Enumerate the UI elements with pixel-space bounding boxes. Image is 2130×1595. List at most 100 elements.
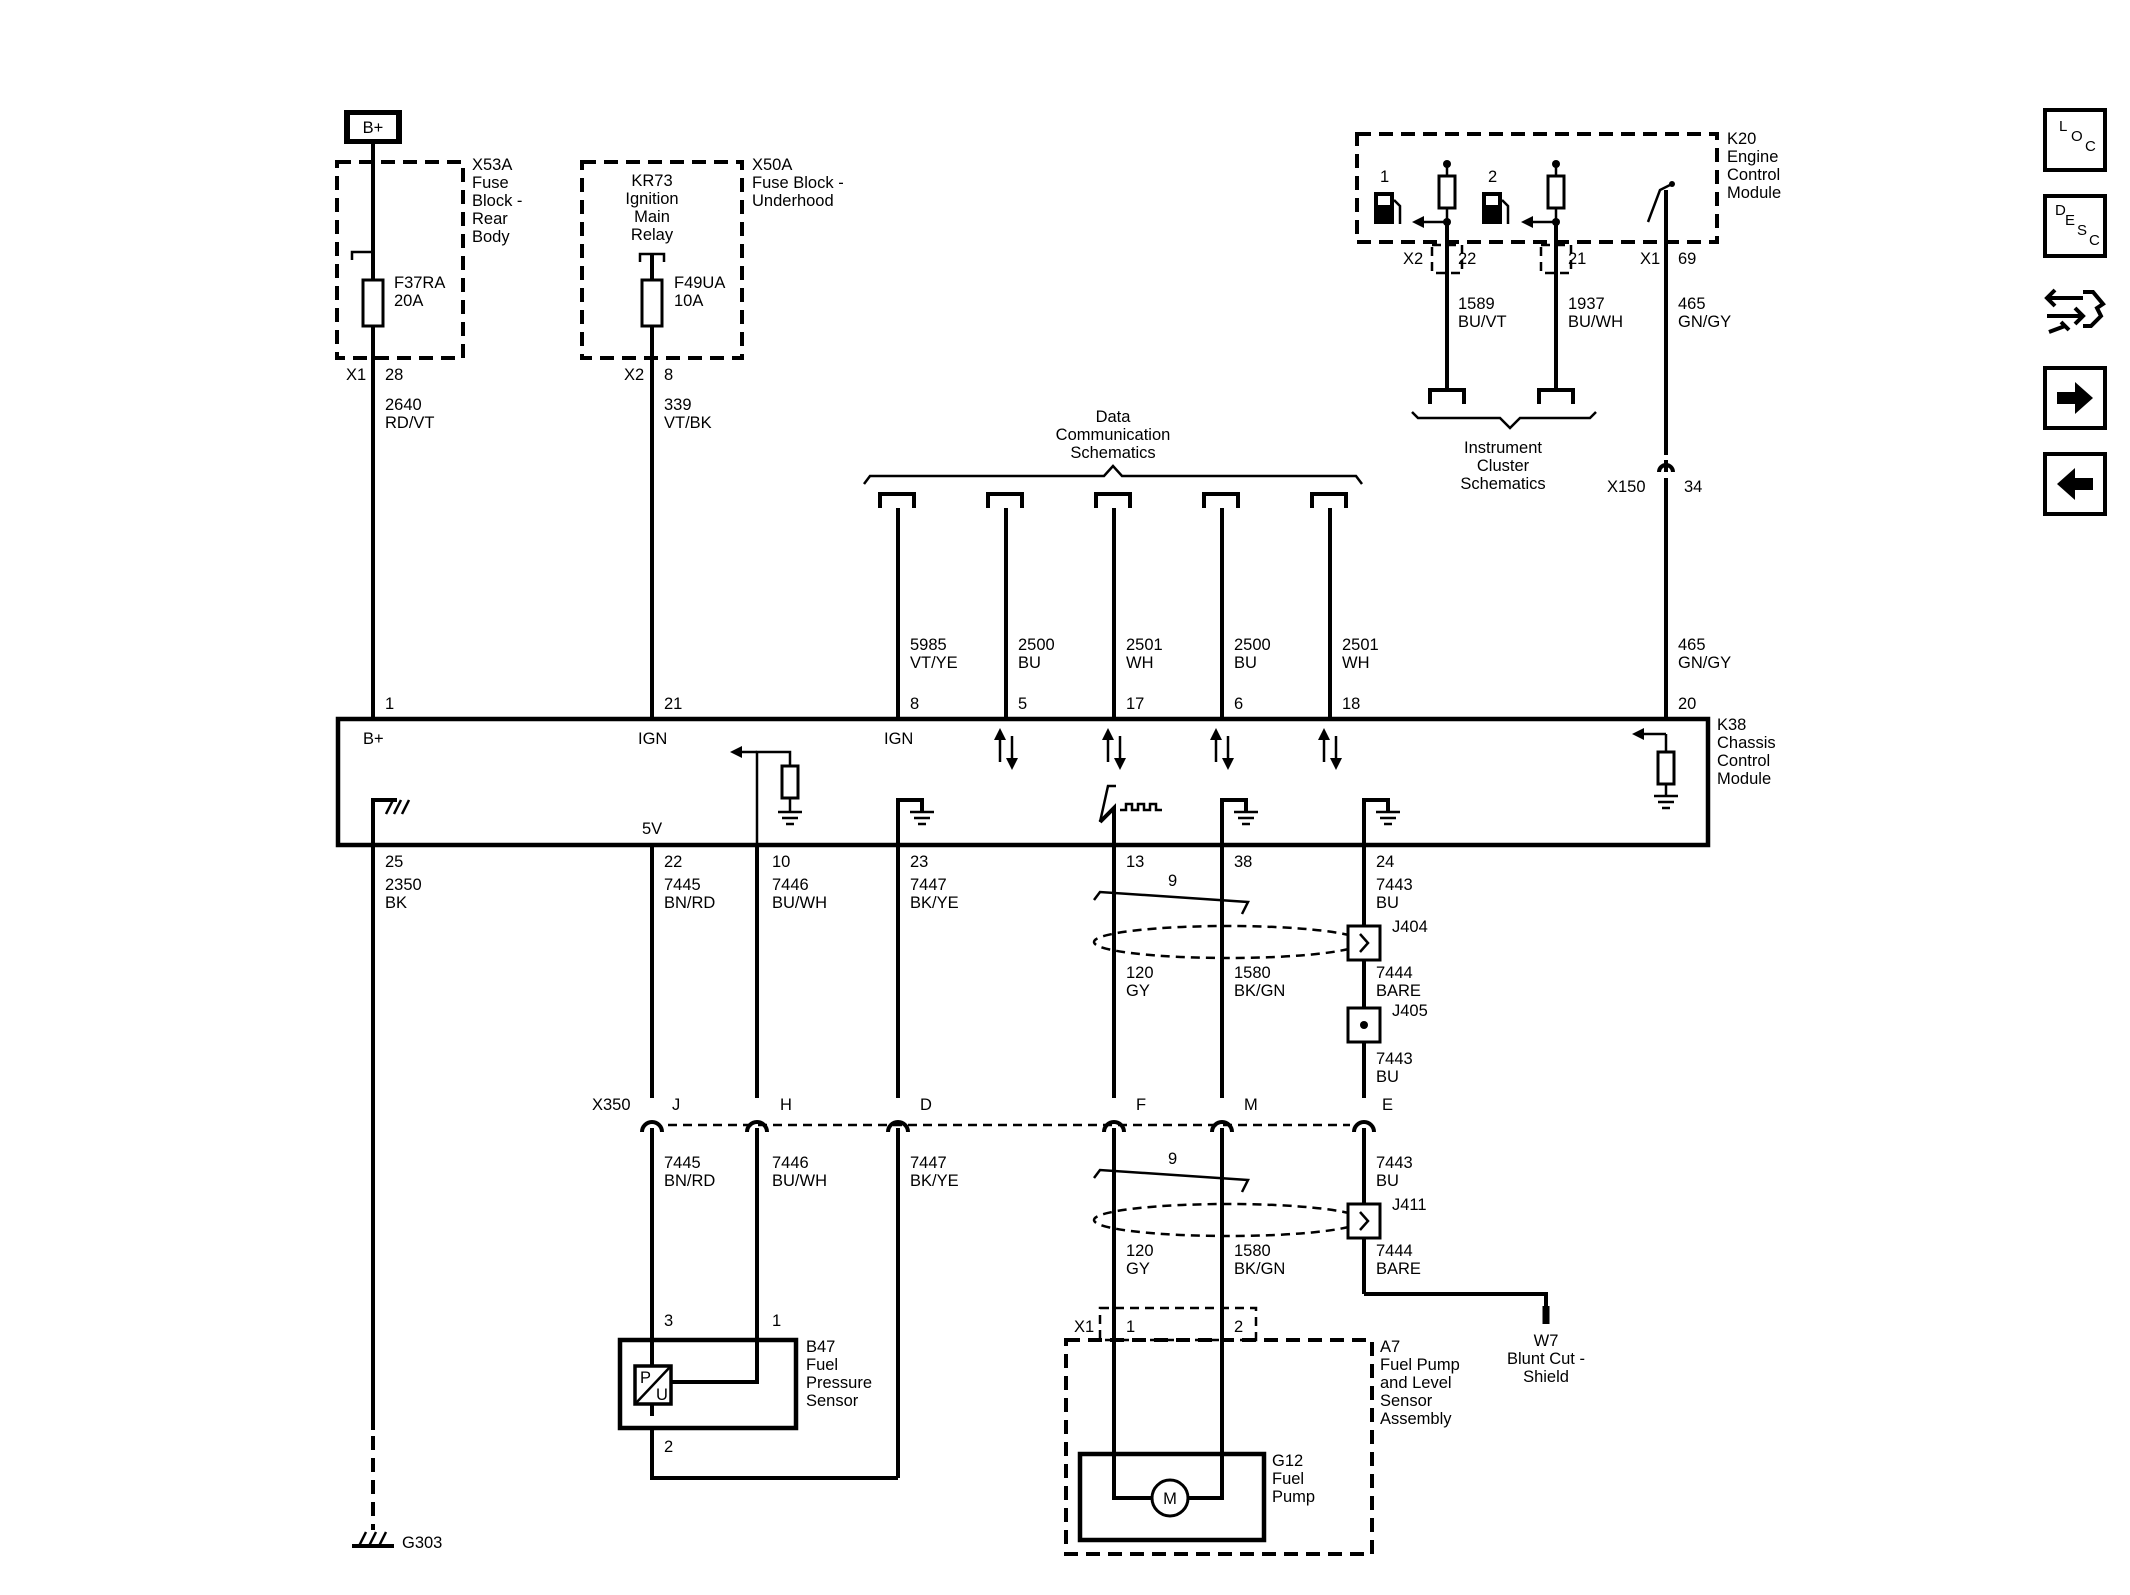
svg-text:7445: 7445 [664, 1154, 701, 1172]
svg-text:K20: K20 [1727, 130, 1756, 148]
svg-text:Fuel Pump: Fuel Pump [1380, 1356, 1460, 1374]
ecm-output-2-label: 2 [1488, 168, 1497, 186]
svg-text:BU: BU [1376, 1068, 1399, 1086]
svg-text:38: 38 [1234, 853, 1252, 871]
svg-text:1580: 1580 [1234, 1242, 1271, 1260]
twist-indicator [1093, 1168, 1250, 1193]
svg-text:Pump: Pump [1272, 1488, 1315, 1506]
svg-text:Fuel: Fuel [806, 1356, 838, 1374]
svg-text:7443: 7443 [1376, 1050, 1413, 1068]
shield-ellipse [1092, 924, 1364, 960]
svg-text:23: 23 [910, 853, 928, 871]
splice-j404-label: J404 [1392, 918, 1428, 936]
fuel-pump-assembly-label: A7 Fuel Pump and Level Sensor Assembly [1380, 1338, 1460, 1428]
arrow-left-icon [1412, 216, 1424, 228]
svg-text:120: 120 [1126, 964, 1154, 982]
connector-x150: X150 [1607, 478, 1646, 496]
ground-icon [1362, 798, 1400, 845]
twist-indicator [1093, 890, 1250, 915]
svg-text:BU: BU [1376, 894, 1399, 912]
ccm-ign-label: IGN [638, 730, 667, 748]
fuel-pump-assembly-box [1064, 1338, 1374, 1556]
data-communication-reference[interactable]: Data Communication Schematics [1056, 408, 1171, 462]
svg-text:Fuse: Fuse [472, 174, 509, 192]
svg-text:BK/YE: BK/YE [910, 1172, 959, 1190]
svg-text:K38: K38 [1717, 716, 1746, 734]
svg-text:Schematics: Schematics [1070, 444, 1155, 462]
fuse-f37ra [361, 278, 385, 328]
svg-text:7444: 7444 [1376, 1242, 1413, 1260]
ccm-k38-box [335, 716, 1711, 848]
splice-j405-label: J405 [1392, 1002, 1428, 1020]
svg-text:1: 1 [1126, 1318, 1135, 1336]
svg-text:Shield: Shield [1523, 1368, 1569, 1386]
splice-j411-label: J411 [1392, 1196, 1427, 1214]
svg-text:BK/GN: BK/GN [1234, 982, 1285, 1000]
svg-text:BK/YE: BK/YE [910, 894, 959, 912]
pwm-driver-icon [1098, 784, 1162, 845]
svg-text:BU: BU [1376, 1172, 1399, 1190]
svg-text:Cluster: Cluster [1477, 457, 1530, 475]
svg-text:13: 13 [1126, 853, 1144, 871]
cluster-bracket [1411, 411, 1597, 430]
bidirectional-arrow-icon [1210, 728, 1234, 770]
svg-text:G12: G12 [1272, 1452, 1303, 1470]
svg-text:7446: 7446 [772, 1154, 809, 1172]
svg-text:BU/WH: BU/WH [772, 1172, 827, 1190]
bidirectional-arrow-icon [1102, 728, 1126, 770]
svg-text:GY: GY [1126, 982, 1150, 1000]
resistor-icon [1546, 174, 1566, 210]
svg-text:Assembly: Assembly [1380, 1410, 1452, 1428]
svg-text:B47: B47 [806, 1338, 835, 1356]
svg-text:Fuel: Fuel [1272, 1470, 1304, 1488]
svg-text:GY: GY [1126, 1260, 1150, 1278]
svg-text:H: H [780, 1096, 792, 1114]
svg-text:Chassis: Chassis [1717, 734, 1776, 752]
ecm-k20-box [1355, 132, 1719, 244]
wire-2501-id: 2501 [1342, 636, 1379, 654]
svg-text:Module: Module [1727, 184, 1781, 202]
fuse-block-underhood-label: X50A Fuse Block - Underhood [752, 156, 844, 210]
ccm-ign-label: IGN [884, 730, 913, 748]
connector-end-view-button[interactable] [2043, 280, 2107, 344]
svg-text:BU/WH: BU/WH [772, 894, 827, 912]
wire-2500-id: 2500 [1234, 636, 1271, 654]
wire-1589-color: BU/VT [1458, 313, 1507, 331]
wire-2640-color: RD/VT [385, 414, 435, 432]
svg-text:Engine: Engine [1727, 148, 1778, 166]
svg-text:Block -: Block - [472, 192, 522, 210]
svg-text:22: 22 [664, 853, 682, 871]
svg-text:BN/RD: BN/RD [664, 894, 715, 912]
svg-text:5: 5 [1018, 695, 1027, 713]
wire-465-id-lower: 465 [1678, 636, 1706, 654]
fuse-f49ua-label: F49UA [674, 274, 725, 292]
location-button[interactable]: L O C [2043, 108, 2107, 172]
next-page-button[interactable] [2043, 366, 2107, 430]
svg-text:KR73: KR73 [631, 172, 672, 190]
previous-page-button[interactable] [2043, 452, 2107, 516]
wire-5985-color: VT/YE [910, 654, 958, 672]
ccm-5v-label: 5V [642, 820, 662, 838]
svg-text:Main: Main [634, 208, 670, 226]
svg-text:P: P [640, 1369, 651, 1387]
description-button[interactable]: D E S C [2043, 194, 2107, 258]
svg-text:7447: 7447 [910, 876, 947, 894]
svg-text:120: 120 [1126, 1242, 1154, 1260]
svg-text:1: 1 [385, 695, 394, 713]
wire-1937-id: 1937 [1568, 295, 1605, 313]
ecm-connector-x1: X1 [1640, 250, 1660, 268]
ccm-k38-label: K38 Chassis Control Module [1717, 716, 1776, 788]
instrument-cluster-reference[interactable]: Instrument Cluster Schematics [1460, 439, 1545, 493]
ecm-pin-69: 69 [1678, 250, 1696, 268]
svg-text:E: E [1382, 1096, 1393, 1114]
resistor-icon [1437, 174, 1457, 210]
arrow-right-icon [2057, 382, 2093, 414]
rear-fuse-tap [350, 250, 373, 260]
svg-text:7443: 7443 [1376, 1154, 1413, 1172]
wire-2500-color: BU [1018, 654, 1041, 672]
wire-2350-id: 2350 [385, 876, 422, 894]
pin-34: 34 [1684, 478, 1702, 496]
svg-text:M: M [1163, 1490, 1177, 1508]
svg-text:7444: 7444 [1376, 964, 1413, 982]
svg-text:and Level: and Level [1380, 1374, 1452, 1392]
